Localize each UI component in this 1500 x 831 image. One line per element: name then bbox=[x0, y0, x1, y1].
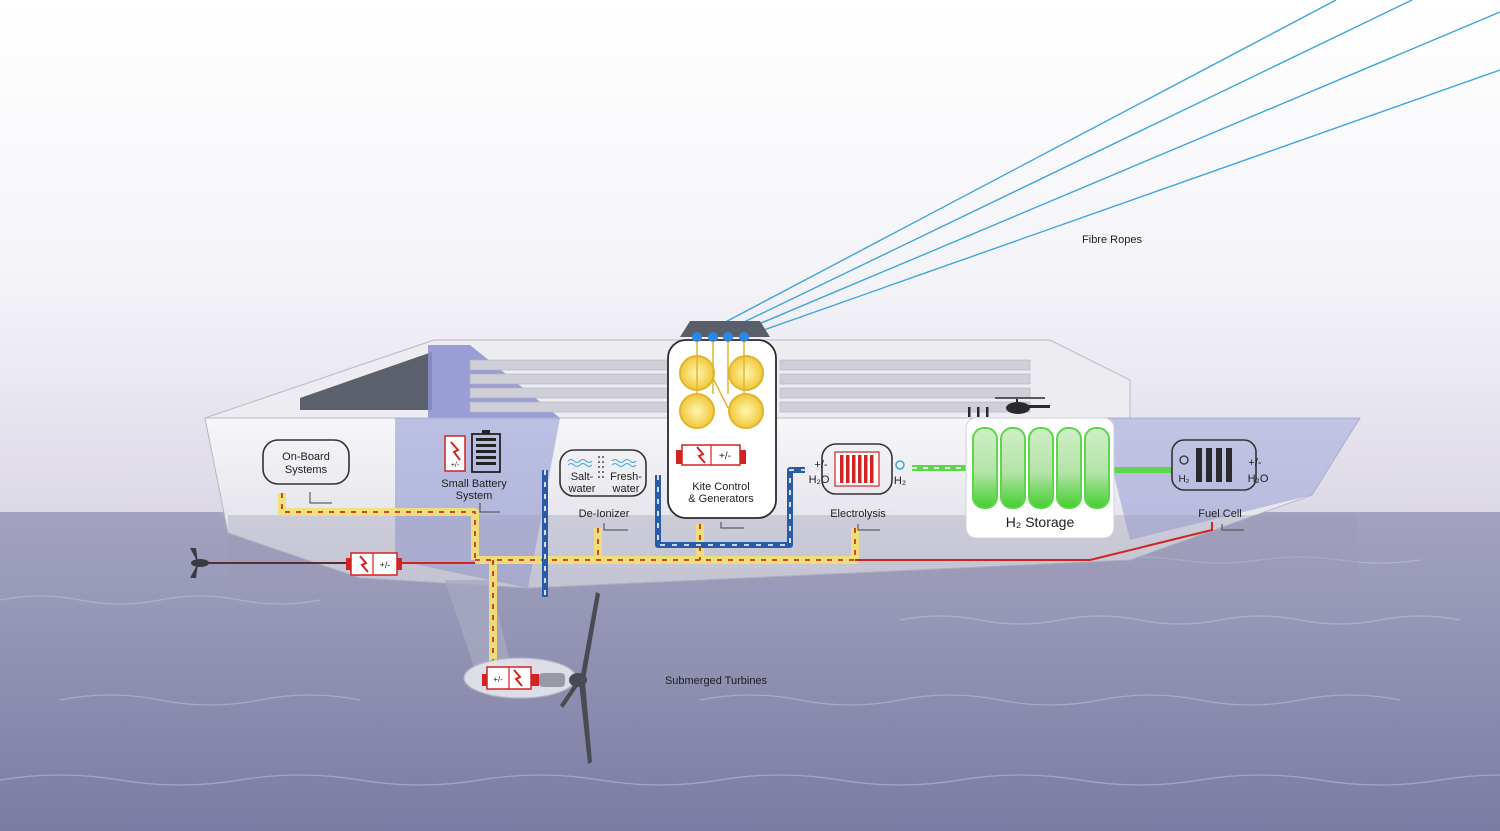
on-board-systems-box bbox=[262, 439, 350, 485]
kite-control-generators: +/- Kite Control & Generators bbox=[667, 332, 777, 529]
stern-propulsion: +/- bbox=[190, 548, 402, 578]
turbine-converter-sign: +/- bbox=[493, 675, 503, 684]
electrolysis-label: Electrolysis bbox=[830, 508, 886, 520]
stern-converter-icon: +/- bbox=[346, 552, 402, 576]
on-board-systems: On-Board Systems bbox=[262, 439, 350, 504]
saltwater-label-line1: Salt- bbox=[571, 471, 594, 483]
saltwater-label-line2: water bbox=[568, 483, 596, 495]
electrolysis-sign: +/- bbox=[814, 459, 827, 471]
battery-converter-sign: +/- bbox=[451, 462, 460, 469]
battery-label-line1: Small Battery bbox=[441, 478, 507, 490]
hydrogen-lines bbox=[912, 465, 1172, 473]
h2-storage: H₂ Storage bbox=[965, 417, 1115, 539]
window-left bbox=[300, 352, 432, 410]
battery-label-line2: System bbox=[456, 490, 493, 502]
kite-label-line1: Kite Control bbox=[692, 481, 749, 493]
de-ionizer-box bbox=[559, 449, 647, 497]
on-board-label-line2: Systems bbox=[285, 464, 328, 476]
hydrogen-tank-icon bbox=[972, 427, 1110, 509]
filter-icon bbox=[598, 456, 604, 478]
lightning-icon bbox=[450, 441, 461, 461]
rope-anchors bbox=[692, 332, 749, 342]
kite-converter-icon: +/- bbox=[676, 444, 746, 466]
turbine-converter-icon: +/- bbox=[482, 666, 539, 690]
fibre-ropes-label: Fibre Ropes bbox=[1082, 234, 1142, 246]
people-icon bbox=[968, 407, 989, 417]
fibre-ropes bbox=[696, 0, 1500, 338]
fuel-cell-box bbox=[1171, 439, 1257, 491]
freshwater-label-line2: water bbox=[612, 483, 640, 495]
small-battery-system: +/- Small Battery System bbox=[441, 430, 507, 513]
electrolysis-box bbox=[821, 443, 893, 495]
freshwater-label-line1: Fresh- bbox=[610, 471, 642, 483]
fuel-cell: H₂ +/- H₂O Fuel Cell bbox=[1171, 439, 1269, 531]
propeller-icon bbox=[190, 548, 209, 578]
submerged-turbines-label: Submerged Turbines bbox=[665, 675, 768, 687]
battery-icon bbox=[471, 430, 501, 473]
on-board-label-line1: On-Board bbox=[282, 451, 330, 463]
helicopter-icon bbox=[995, 397, 1050, 414]
winch-lines bbox=[696, 342, 745, 409]
turbine-icon bbox=[560, 592, 600, 764]
h2-bubble-icon bbox=[895, 460, 905, 470]
fuel-cell-h2-in: H₂ bbox=[1178, 474, 1189, 485]
hull-accent-mid bbox=[395, 418, 560, 588]
fuel-cell-h2-in-icon bbox=[1179, 455, 1189, 465]
kite-converter-sign: +/- bbox=[719, 451, 731, 462]
kite-mast-base bbox=[680, 321, 770, 337]
sea-waves bbox=[0, 556, 1500, 786]
deck-panels bbox=[469, 359, 1031, 413]
fuel-cell-stack-icon bbox=[1196, 448, 1232, 482]
electrolysis-water-in: H₂O bbox=[809, 474, 830, 486]
fuel-cell-sign: +/- bbox=[1248, 457, 1261, 469]
fuel-cell-water-out: H₂O bbox=[1248, 473, 1269, 485]
turbine-hub-shaft bbox=[539, 673, 565, 687]
stern-converter-sign: +/- bbox=[380, 560, 391, 570]
submerged-turbine: +/- bbox=[463, 592, 600, 764]
de-ionizer: Salt- water Fresh- water De-Ionizer bbox=[559, 449, 647, 531]
de-ionizer-label: De-Ionizer bbox=[579, 508, 630, 520]
h2-storage-label: H₂ Storage bbox=[1006, 514, 1075, 530]
fuel-cell-label: Fuel Cell bbox=[1198, 508, 1241, 520]
waves-icon bbox=[567, 459, 637, 467]
electrolysis-stack-icon bbox=[834, 451, 880, 487]
water-lines bbox=[542, 467, 805, 597]
electrolysis: +/- H₂O H₂ Electrolysis bbox=[809, 443, 906, 531]
kite-label-line2: & Generators bbox=[688, 493, 754, 505]
electrolysis-h2-out: H₂ bbox=[894, 475, 906, 487]
